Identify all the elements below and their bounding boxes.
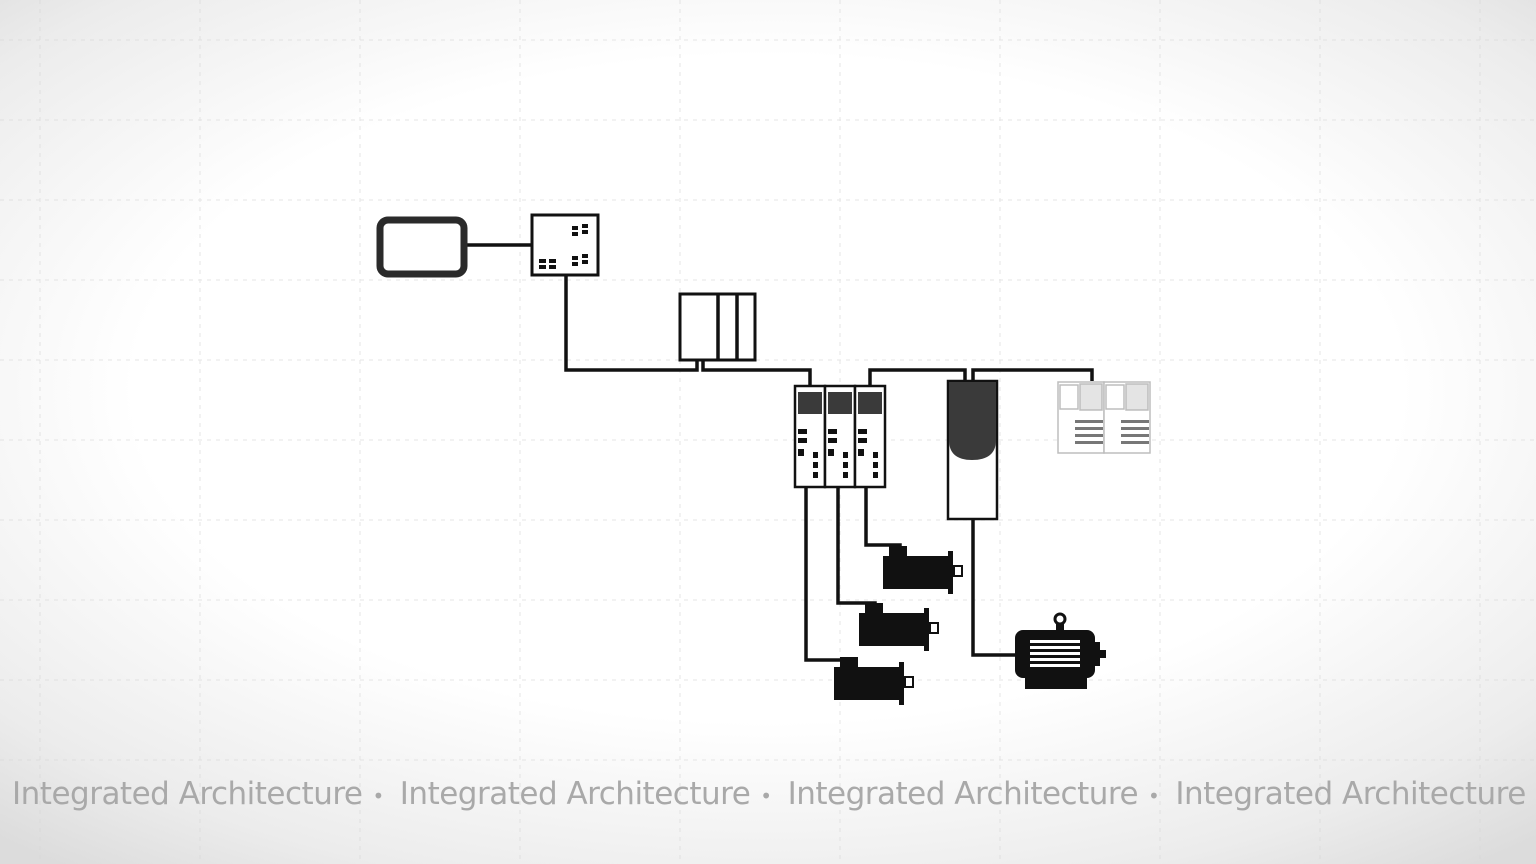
footer-banner: Integrated Architecture • Integrated Archi… [12, 776, 1536, 812]
io-module-icon [1057, 381, 1151, 454]
separator: • [372, 783, 384, 808]
separator: • [1148, 783, 1160, 808]
induction-motor-icon [1015, 612, 1106, 689]
hmi-panel-icon [376, 216, 468, 278]
connection-lines [466, 243, 1094, 668]
plc-controller-rack-icon [678, 292, 757, 362]
ethernet-switch-icon [530, 213, 600, 277]
footer-text: Integrated Architecture [1175, 776, 1526, 812]
footer-text: Integrated Architecture [787, 776, 1139, 812]
footer-text: Integrated Architecture [399, 776, 751, 812]
servo-drive-icon [793, 384, 887, 489]
separator: • [760, 783, 772, 808]
variable-frequency-drive-icon [946, 379, 999, 521]
footer-text: Integrated Architecture [12, 776, 363, 812]
servo-motor-icon [834, 545, 963, 705]
